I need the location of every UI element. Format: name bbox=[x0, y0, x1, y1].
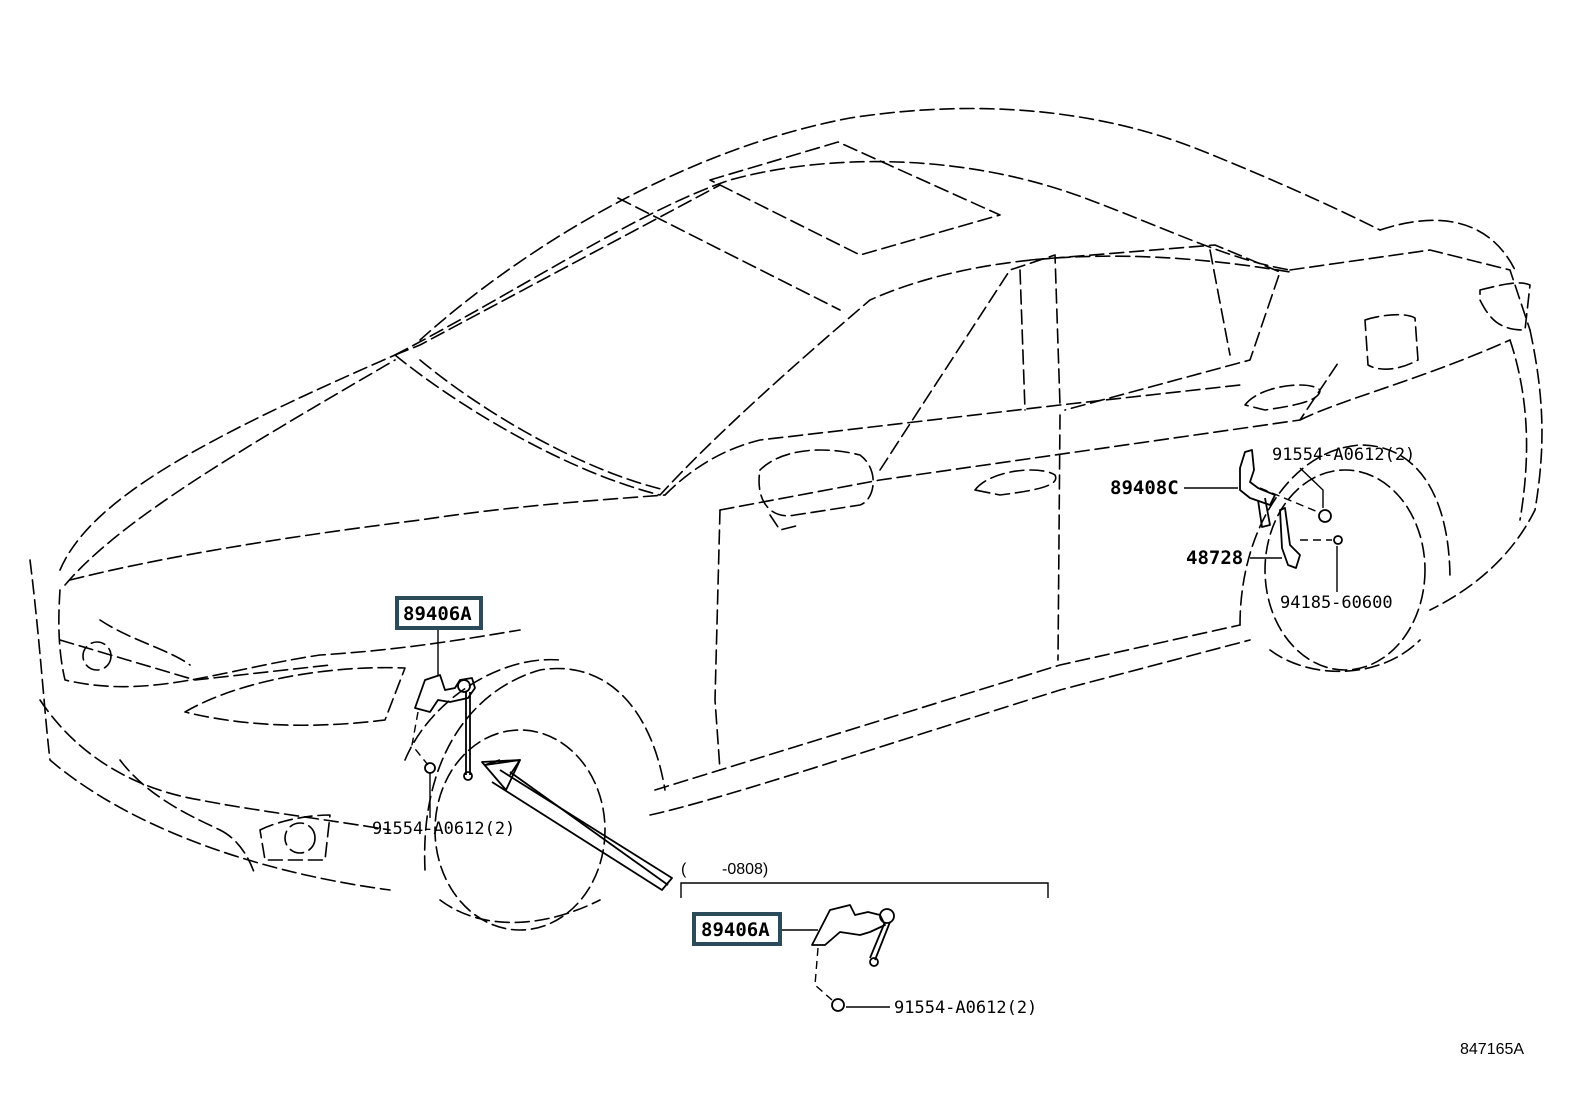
callout-bolt-inset: 91554-A0612(2) bbox=[894, 998, 1037, 1018]
callout-sensor-inset: 89406A bbox=[701, 919, 770, 941]
callout-bolt-front: 91554-A0612(2) bbox=[372, 819, 515, 839]
detail-arrow-body bbox=[481, 759, 673, 891]
callout-sensor-front: 89406A bbox=[403, 603, 472, 625]
rear-height-sensor bbox=[1239, 449, 1343, 569]
callout-sensor-rear: 89408C bbox=[1110, 477, 1179, 499]
front-height-sensor bbox=[411, 674, 476, 781]
callout-box-inset bbox=[692, 912, 782, 946]
detail-arrow bbox=[484, 759, 669, 886]
inset-bracket bbox=[680, 882, 1049, 898]
inset-detail: ( -0808) 89406A 91554-A0612(2) bbox=[680, 861, 1049, 1018]
leader-bolt-rear bbox=[1299, 467, 1324, 508]
callout-box-front bbox=[395, 596, 483, 630]
inset-range-open: ( bbox=[681, 861, 687, 878]
diagram-id: 847165A bbox=[1460, 1041, 1524, 1058]
callout-nut-rear: 94185-60600 bbox=[1280, 593, 1393, 613]
callout-bolt-rear: 91554-A0612(2) bbox=[1272, 445, 1415, 465]
callout-link-rear: 48728 bbox=[1186, 547, 1243, 569]
inset-range-close: -0808) bbox=[722, 861, 768, 878]
car-outline bbox=[29, 107, 1543, 931]
